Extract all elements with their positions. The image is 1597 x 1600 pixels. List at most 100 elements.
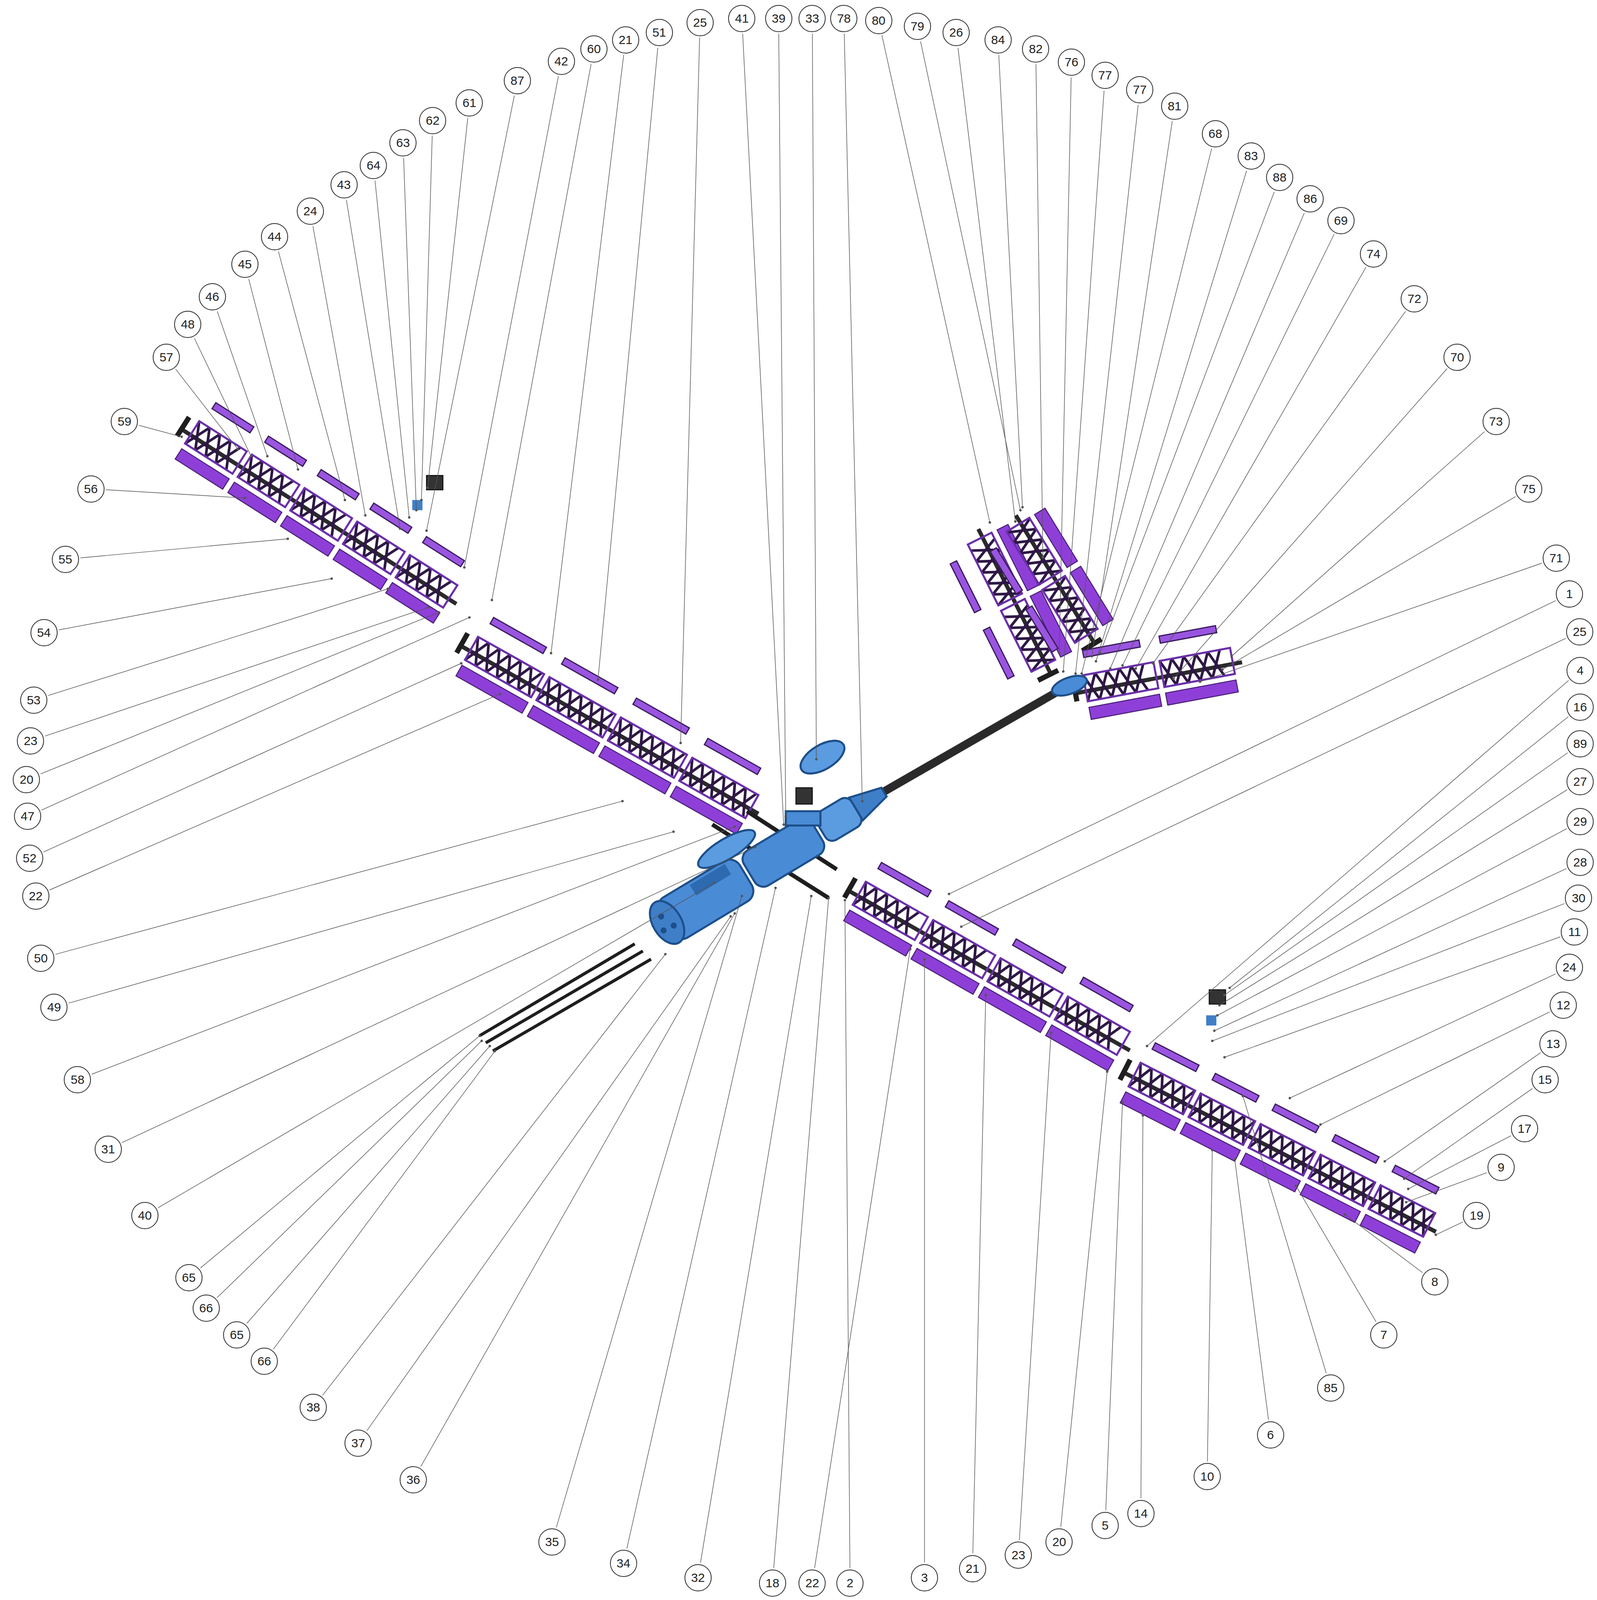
leader-tip: [488, 1044, 492, 1048]
leader-tip: [1145, 1044, 1149, 1048]
callout-circle: 69: [1327, 207, 1355, 235]
leader-line: [322, 954, 666, 1396]
leader-line: [41, 617, 470, 811]
leader-line: [248, 279, 298, 470]
leader-line: [421, 135, 433, 501]
leader-tip: [733, 825, 736, 828]
leader-line: [1096, 170, 1247, 662]
leader-line: [158, 882, 715, 1209]
callout-number: 70: [1450, 351, 1465, 364]
leader-line: [1212, 903, 1565, 1041]
leader-tip: [1094, 660, 1098, 663]
callout-number: 26: [949, 26, 963, 39]
leader-line: [998, 55, 1023, 508]
callout-circle: 84: [984, 26, 1012, 54]
leader-tip: [1383, 1159, 1386, 1163]
leader-tip: [490, 598, 494, 602]
callout-circle: 83: [1237, 142, 1265, 170]
wing-section: [163, 393, 479, 629]
callout-number: 82: [1028, 42, 1043, 56]
leader-tip: [1228, 986, 1231, 990]
leader-line: [68, 831, 674, 1004]
leader-line: [680, 37, 700, 743]
leader-tip: [180, 435, 183, 438]
leader-line: [91, 826, 735, 1075]
callout-number: 88: [1272, 171, 1287, 184]
wing-section: [1065, 621, 1248, 722]
callout-circle: 56: [77, 475, 105, 503]
tail-boom: [862, 691, 1058, 805]
leader-tip: [1098, 651, 1102, 655]
leader-tip: [663, 952, 667, 956]
callout-number: 59: [117, 415, 132, 428]
callout-circle: 86: [1296, 185, 1324, 213]
callout-number: 30: [1571, 891, 1586, 905]
callout-circle: 64: [359, 151, 387, 180]
callout-circle: 32: [684, 1564, 712, 1592]
callout-number: 29: [1573, 815, 1587, 828]
callout-circle: 18: [758, 1569, 787, 1597]
callout-circle: 44: [260, 223, 289, 251]
callout-circle: 20: [12, 765, 40, 794]
callout-circle: 85: [1317, 1374, 1345, 1402]
leader-line: [812, 33, 817, 760]
wing-section: [832, 853, 1151, 1076]
leader-line: [1173, 368, 1448, 679]
callout-circle: 77: [1091, 61, 1119, 89]
callout-number: 55: [58, 553, 73, 566]
callout-circle: 43: [330, 171, 358, 199]
callout-circle: 24: [1555, 953, 1584, 981]
callout-circle: 17: [1510, 1115, 1539, 1143]
leader-tip: [1172, 677, 1175, 680]
servo-mount: [1205, 1015, 1217, 1026]
callout-circle: 11: [1560, 918, 1588, 946]
leader-tip: [236, 447, 240, 451]
leader-tip: [386, 587, 389, 591]
callout-circle: 19: [1462, 1201, 1490, 1230]
callout-number: 76: [1064, 55, 1079, 69]
leader-line: [1110, 212, 1304, 669]
leader-line: [273, 1051, 495, 1350]
leader-tip: [1288, 1096, 1292, 1100]
callout-number: 66: [199, 1301, 213, 1315]
leader-tip: [1198, 680, 1202, 683]
callout-circle: 3: [910, 1564, 939, 1592]
leader-line: [1100, 191, 1275, 654]
leader-line: [1059, 77, 1071, 653]
leader-tip: [493, 1049, 496, 1053]
servo: [1209, 989, 1226, 1005]
callout-circle: 80: [865, 6, 893, 35]
callout-circle: 60: [580, 35, 608, 63]
leader-line: [1081, 148, 1212, 674]
callout-circle: 5: [1091, 1511, 1119, 1539]
callout-circle: 76: [1057, 48, 1085, 76]
leader-tip: [243, 496, 247, 500]
callout-number: 25: [1572, 625, 1587, 638]
leader-tip: [923, 957, 926, 961]
callout-circle: 87: [503, 67, 531, 95]
callout-number: 84: [991, 33, 1005, 47]
leader-tip: [740, 894, 743, 898]
callout-circle: 71: [1542, 544, 1570, 572]
callout-number: 56: [83, 482, 98, 496]
leader-line: [1234, 1159, 1269, 1420]
callout-number: 24: [303, 204, 317, 218]
leader-tip: [784, 814, 787, 818]
callout-number: 54: [37, 626, 51, 639]
callout-number: 80: [871, 14, 886, 27]
callout-circle: 66: [192, 1294, 220, 1322]
leader-line: [1217, 828, 1567, 1016]
callout-circle: 49: [40, 993, 68, 1021]
leader-line: [845, 900, 850, 1568]
leader-line: [1019, 1032, 1052, 1540]
callout-circle: 81: [1161, 92, 1189, 120]
leader-tip: [1404, 1201, 1408, 1204]
callout-circle: 66: [250, 1347, 278, 1375]
callout-number: 48: [180, 318, 195, 331]
callout-number: 81: [1167, 100, 1182, 113]
callout-circle: 6: [1257, 1421, 1285, 1449]
callout-circle: 65: [223, 1321, 251, 1349]
leader-tip: [810, 894, 813, 898]
callout-number: 50: [33, 952, 48, 965]
